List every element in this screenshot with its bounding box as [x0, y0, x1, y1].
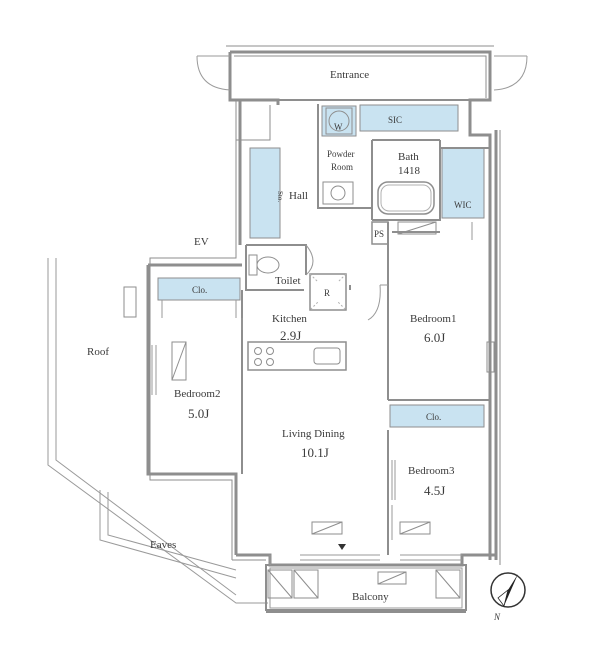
- roof-outline: [47, 258, 268, 604]
- compass-north-label: N: [493, 612, 501, 622]
- room-labels: Entrance SIC W Powder Room Bath 1418 Hal…: [87, 69, 472, 603]
- sto-label: Sto.: [276, 191, 284, 202]
- kitchen-area-label: 2.9J: [280, 328, 301, 343]
- closet-bedroom2-label: Clo.: [192, 285, 207, 295]
- sic-storage: [359, 104, 459, 132]
- hall-label: Hall: [289, 190, 308, 202]
- toilet-label: Toilet: [275, 275, 301, 287]
- bedroom2-area-label: 5.0J: [188, 406, 209, 421]
- closet-bedroom2: [157, 277, 241, 301]
- balcony-label: Balcony: [352, 591, 389, 603]
- entrance-label: Entrance: [330, 69, 369, 81]
- closet-bedroom3-label: Clo.: [426, 412, 441, 422]
- bedroom1-area-label: 6.0J: [424, 330, 445, 345]
- wic-storage: [441, 147, 485, 219]
- eaves-label: Eaves: [150, 539, 176, 551]
- roof-label: Roof: [87, 346, 109, 358]
- sto-storage: [249, 147, 281, 239]
- ev-label: EV: [194, 236, 209, 248]
- bath-label: Bath: [398, 151, 419, 163]
- living-dining-area-label: 10.1J: [301, 445, 329, 460]
- bath-size-label: 1418: [398, 165, 421, 177]
- powder-room-label-1: Powder: [327, 149, 355, 159]
- refrigerator-label: R: [324, 288, 330, 298]
- interior-walls: [151, 99, 495, 565]
- balcony-area: [265, 564, 467, 613]
- main-entrance-marker: [338, 544, 346, 550]
- ps-label: PS: [374, 229, 384, 239]
- wic-label: WIC: [454, 200, 472, 210]
- bedroom3-label: Bedroom3: [408, 465, 455, 477]
- storage-areas: [157, 104, 485, 428]
- living-dining-label: Living Dining: [282, 428, 345, 440]
- bedroom2-label: Bedroom2: [174, 388, 220, 400]
- bedroom3-area-label: 4.5J: [424, 483, 445, 498]
- bedroom1-label: Bedroom1: [410, 313, 456, 325]
- washer-label: W: [334, 122, 343, 132]
- compass: N: [490, 572, 526, 622]
- kitchen-label: Kitchen: [272, 313, 307, 325]
- powder-room-label-2: Room: [331, 162, 353, 172]
- closet-bedroom3: [389, 404, 485, 428]
- sic-label: SIC: [388, 115, 402, 125]
